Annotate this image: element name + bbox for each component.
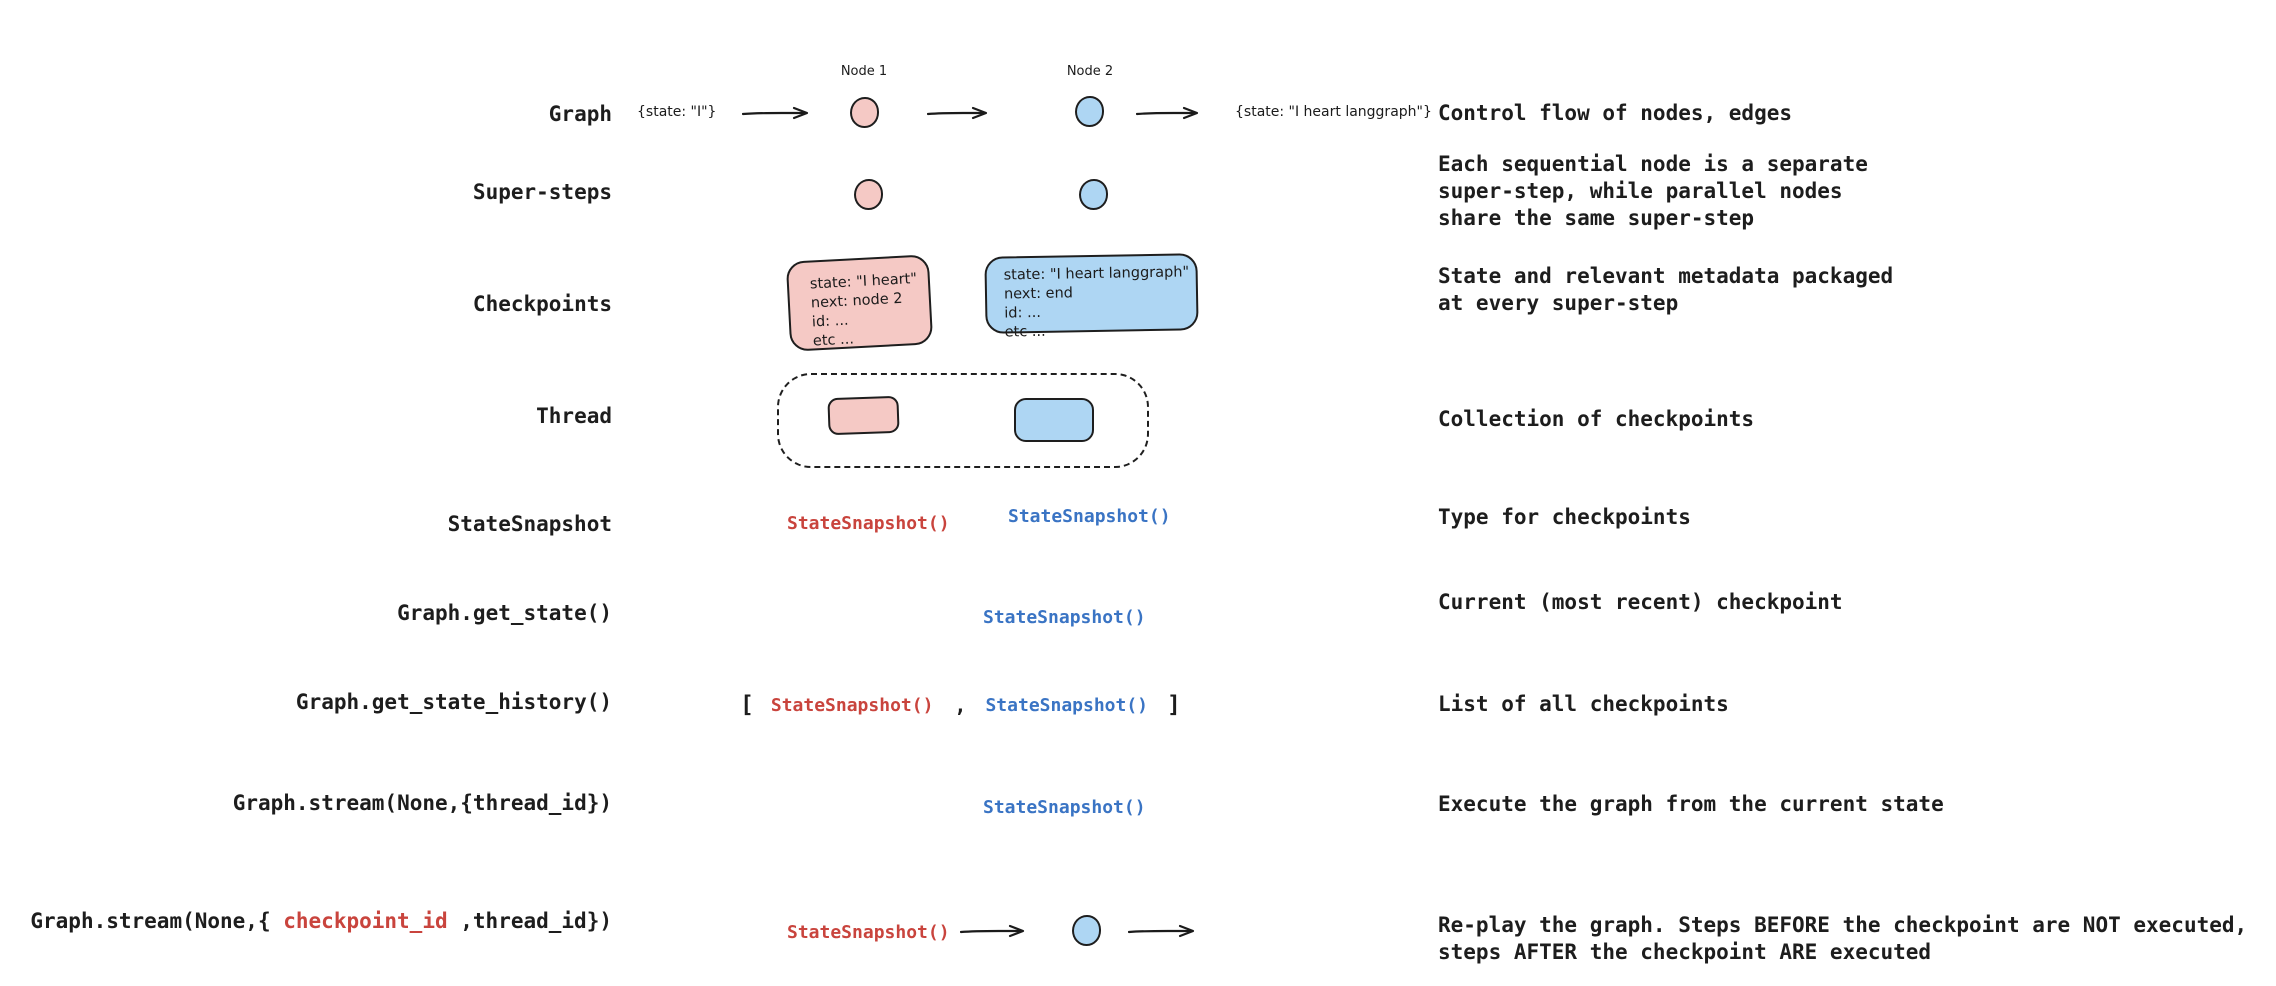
row-label-thread: Thread bbox=[536, 404, 612, 428]
node1-label: Node 1 bbox=[840, 64, 888, 79]
list-comma: , bbox=[954, 693, 967, 717]
statesnapshot-red: StateSnapshot() bbox=[787, 513, 950, 534]
row-label-get-state-history: Graph.get_state_history() bbox=[295, 690, 612, 714]
thread-dashed-box bbox=[777, 373, 1149, 468]
desc-stream-checkpoint: Re-play the graph. Steps BEFORE the chec… bbox=[1438, 913, 2248, 964]
row-label-stream-checkpoint: Graph.stream(None,{ checkpoint_id ,threa… bbox=[0, 908, 612, 935]
arrow-right-icon bbox=[1128, 924, 1195, 938]
bracket-open: [ bbox=[740, 692, 754, 718]
stream-snapshot: StateSnapshot() bbox=[983, 797, 1146, 818]
checkpoint-blue-line: etc ... bbox=[1004, 323, 1046, 341]
checkpoint-box-pink: state: "I heart" next: node 2 id: ... et… bbox=[785, 254, 934, 352]
arrow-right-icon bbox=[960, 924, 1025, 938]
desc-get-state: Current (most recent) checkpoint bbox=[1438, 590, 1843, 614]
super-step-node2-circle bbox=[1079, 179, 1108, 210]
bracket-close: ] bbox=[1167, 692, 1181, 718]
replay-node-circle bbox=[1072, 915, 1101, 946]
row-label-super-steps: Super-steps bbox=[472, 180, 612, 204]
thread-checkpoint-pink bbox=[827, 395, 900, 436]
get-state-snapshot: StateSnapshot() bbox=[983, 607, 1146, 628]
checkpoint-id-highlight: checkpoint_id bbox=[283, 909, 448, 933]
stream-label-prefix: Graph.stream(None,{ bbox=[30, 909, 284, 933]
checkpoint-blue-line: state: "I heart langgraph" bbox=[1003, 264, 1190, 284]
arrow-right-icon bbox=[742, 106, 809, 120]
node2-label: Node 2 bbox=[1066, 64, 1114, 79]
desc-get-state-history: List of all checkpoints bbox=[1438, 692, 1729, 716]
row-label-stream-thread: Graph.stream(None,{thread_id}) bbox=[232, 791, 612, 815]
super-step-node1-circle bbox=[854, 179, 883, 210]
arrow-right-icon bbox=[927, 106, 988, 120]
desc-statesnapshot: Type for checkpoints bbox=[1438, 505, 1691, 529]
node2-circle bbox=[1075, 96, 1104, 127]
node1-circle bbox=[850, 97, 879, 128]
snapshot-list: [ StateSnapshot() , StateSnapshot() ] bbox=[740, 691, 1181, 719]
desc-checkpoints: State and relevant metadata packaged at … bbox=[1438, 264, 1894, 315]
desc-super-steps: Each sequential node is a separate super… bbox=[1438, 152, 1868, 230]
row-label-graph: Graph bbox=[548, 102, 612, 126]
row-label-statesnapshot: StateSnapshot bbox=[447, 512, 612, 536]
desc-graph: Control flow of nodes, edges bbox=[1438, 101, 1793, 125]
checkpoint-box-blue: state: "I heart langgraph" next: end id:… bbox=[984, 253, 1199, 341]
output-state-annotation: {state: "I heart langgraph"} bbox=[1235, 104, 1432, 120]
row-label-get-state: Graph.get_state() bbox=[397, 601, 612, 625]
thread-checkpoint-blue bbox=[1014, 398, 1094, 442]
input-state-annotation: {state: "I"} bbox=[637, 104, 717, 120]
row-label-checkpoints: Checkpoints bbox=[472, 292, 612, 316]
statesnapshot-blue: StateSnapshot() bbox=[1008, 506, 1171, 527]
desc-thread: Collection of checkpoints bbox=[1438, 407, 1755, 431]
replay-snapshot-red: StateSnapshot() bbox=[787, 922, 950, 943]
history-snapshot-red: StateSnapshot() bbox=[770, 694, 934, 716]
desc-stream-thread: Execute the graph from the current state bbox=[1438, 792, 1944, 816]
stream-label-suffix: ,thread_id}) bbox=[447, 909, 612, 933]
history-snapshot-blue: StateSnapshot() bbox=[985, 694, 1149, 716]
arrow-right-icon bbox=[1136, 106, 1199, 120]
